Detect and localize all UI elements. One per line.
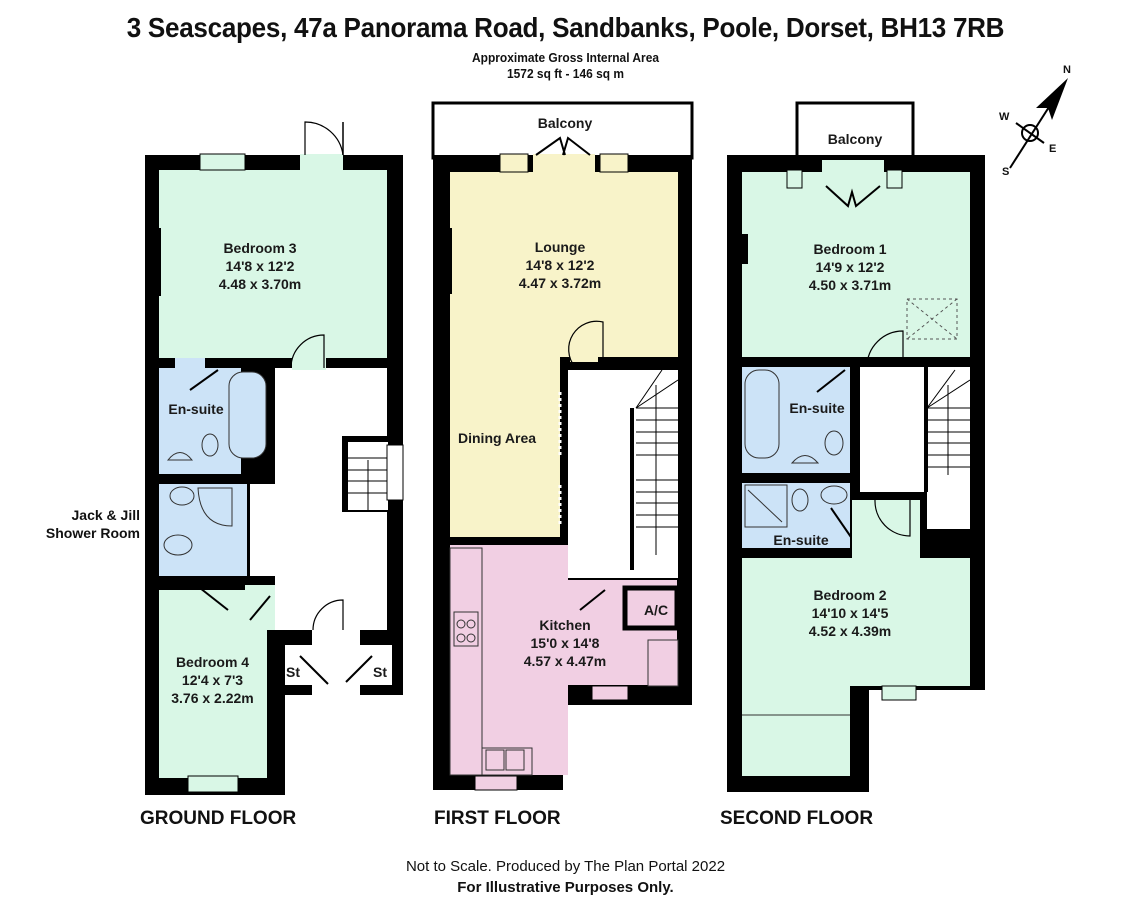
room-label-bedroom-1-ensuite: En-suite — [789, 400, 845, 416]
room-label-store-1: St — [286, 664, 300, 680]
compass-south-label: S — [1002, 166, 1010, 178]
compass-west-label: W — [999, 111, 1010, 123]
room-label-kitchen: Kitchen 15'0 x 14'8 4.57 x 4.47m — [523, 617, 607, 669]
second-floor-plan — [727, 101, 985, 792]
second-hall — [860, 367, 925, 492]
room-label-airing-cupboard: A/C — [643, 602, 669, 618]
compass-rose-icon — [1009, 78, 1068, 169]
area-label: Approximate Gross Internal Area — [472, 50, 659, 65]
first-floor-plan — [431, 101, 694, 791]
first-hall — [568, 370, 636, 578]
ground-floor-label: GROUND FLOOR — [140, 808, 297, 829]
room-label-ground-ensuite: En-suite — [168, 401, 224, 417]
second-floor-label: SECOND FLOOR — [720, 808, 874, 829]
room-label-first-balcony: Balcony — [537, 115, 593, 131]
property-address-title: 3 Seascapes, 47a Panorama Road, Sandbank… — [126, 12, 1005, 43]
ground-floor-plan — [145, 121, 404, 795]
room-label-store-2: St — [373, 664, 387, 680]
room-label-lounge: Lounge 14'8 x 12'2 4.47 x 3.72m — [518, 239, 602, 291]
bedroom-2-area — [742, 558, 970, 686]
compass-north-label: N — [1063, 64, 1071, 76]
area-value: 1572 sq ft - 146 sq m — [506, 66, 624, 81]
disclaimer-scale: Not to Scale. Produced by The Plan Porta… — [405, 858, 726, 875]
room-label-bedroom-4: Bedroom 4 12'4 x 7'3 3.76 x 2.22m — [171, 654, 254, 706]
room-label-jack-jill-shower: Jack & Jill Shower Room — [45, 507, 140, 541]
room-label-bedroom-3: Bedroom 3 14'8 x 12'2 4.48 x 3.70m — [218, 240, 302, 292]
bedroom-3-area — [159, 170, 387, 358]
room-label-bedroom-2: Bedroom 2 14'10 x 14'5 4.52 x 4.39m — [808, 587, 892, 639]
room-label-bedroom-1: Bedroom 1 14'9 x 12'2 4.50 x 3.71m — [808, 241, 892, 293]
room-label-dining-area: Dining Area — [458, 430, 537, 446]
first-floor-label: FIRST FLOOR — [434, 808, 561, 829]
store-2 — [360, 645, 392, 685]
disclaimer-illustrative: For Illustrative Purposes Only. — [457, 879, 674, 896]
room-label-bedroom-2-ensuite: En-suite — [773, 532, 829, 548]
compass-east-label: E — [1049, 143, 1057, 155]
room-label-second-balcony: Balcony — [827, 131, 883, 147]
lounge-area — [450, 172, 678, 357]
dining-area — [450, 357, 560, 537]
